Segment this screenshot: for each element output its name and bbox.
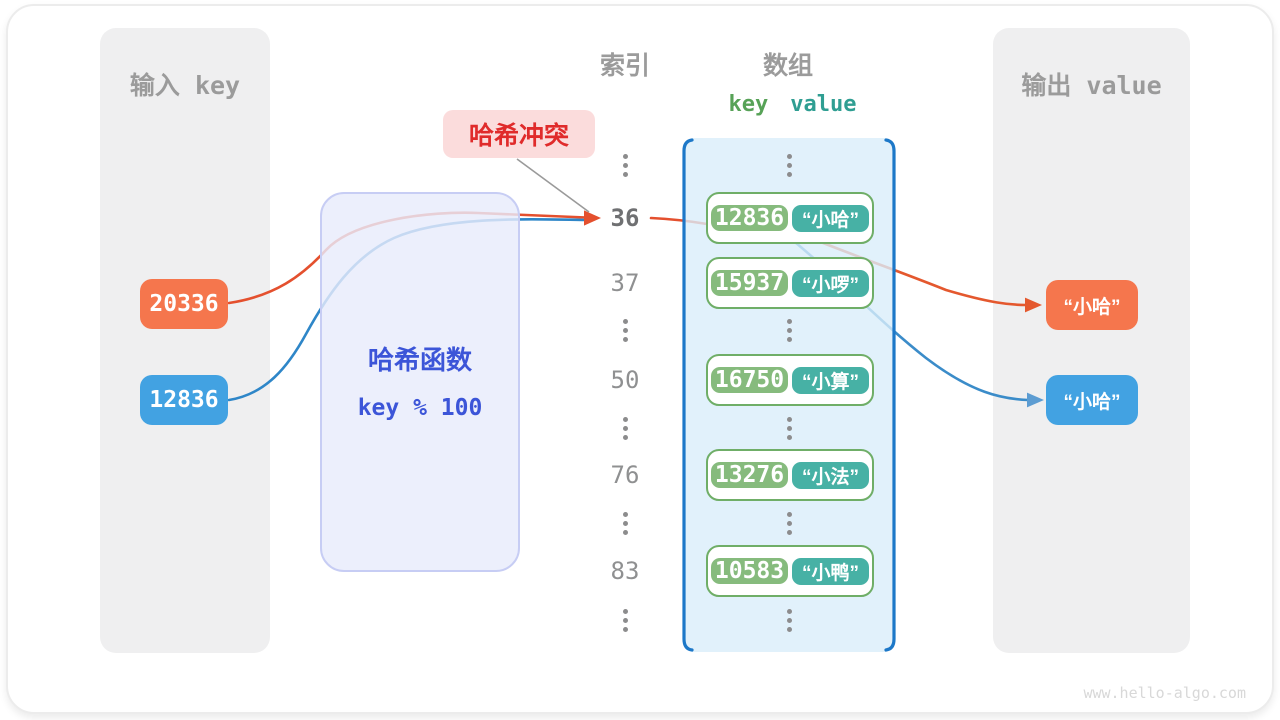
ellipsis-dot (786, 520, 792, 526)
pair-value-cell: “小鸭” (792, 557, 869, 585)
hash-function-box: 哈希函数 key % 100 (320, 192, 520, 572)
array-ellipsis (759, 498, 819, 548)
ellipsis-dot (786, 626, 792, 632)
key-header-label: key (728, 92, 769, 117)
pair-key-cell: 12836 (711, 205, 788, 231)
ellipsis-dot (622, 520, 628, 526)
ellipsis-dot (786, 162, 792, 168)
ellipsis-dot (622, 336, 628, 342)
pair-key-cell: 16750 (711, 367, 788, 393)
pair-value-cell: “小哈” (792, 204, 869, 232)
ellipsis-dot (786, 318, 792, 324)
ellipsis-dot (622, 425, 628, 431)
ellipsis-dot (786, 153, 792, 159)
ellipsis-dot (622, 171, 628, 177)
ellipsis-dot (622, 626, 628, 632)
pair-value-cell: “小算” (792, 366, 869, 394)
array-ellipsis (759, 140, 819, 190)
ellipsis-dot (786, 416, 792, 422)
output-panel-title: 输出 value (1021, 71, 1162, 100)
index-value: 83 (610, 557, 640, 585)
ellipsis-dot (786, 171, 792, 177)
ellipsis-dot (786, 529, 792, 535)
array-pair: 10583“小鸭” (706, 545, 874, 597)
array-pair: 16750“小算” (706, 354, 874, 406)
index-ellipsis (595, 140, 655, 190)
ellipsis-dot (786, 608, 792, 614)
index-value: 36 (610, 204, 640, 232)
key-value-header: key value (705, 92, 880, 117)
input-panel-title: 输入 key (129, 71, 241, 100)
index-value: 50 (610, 366, 640, 394)
hash-function-formula: key % 100 (357, 395, 483, 421)
ellipsis-dot (786, 425, 792, 431)
ellipsis-dot (622, 434, 628, 440)
ellipsis-dot (622, 617, 628, 623)
array-ellipsis (759, 595, 819, 645)
array-pair: 15937“小啰” (706, 257, 874, 309)
ellipsis-dot (622, 511, 628, 517)
pair-key-cell: 15937 (711, 270, 788, 296)
array-ellipsis (759, 305, 819, 355)
ellipsis-dot (786, 336, 792, 342)
output-value-box-orange: “小哈” (1046, 280, 1138, 330)
hash-collision-callout: 哈希冲突 (443, 110, 595, 158)
output-value-box-blue: “小哈” (1046, 375, 1138, 425)
index-ellipsis (595, 595, 655, 645)
ellipsis-dot (622, 153, 628, 159)
hash-function-title: 哈希函数 (367, 345, 472, 375)
index-column-header: 索引 (599, 51, 650, 80)
index-value: 37 (610, 269, 640, 297)
watermark: www.hello-algo.com (1083, 684, 1246, 702)
index-ellipsis (595, 498, 655, 548)
input-key-box-blue: 12836 (140, 375, 228, 425)
array-ellipsis (759, 403, 819, 453)
ellipsis-dot (622, 162, 628, 168)
pair-key-cell: 10583 (711, 558, 788, 584)
ellipsis-dot (786, 617, 792, 623)
index-ellipsis (595, 305, 655, 355)
pair-value-cell: “小啰” (792, 269, 869, 297)
array-column-header: 数组 (762, 51, 813, 80)
ellipsis-dot (622, 318, 628, 324)
ellipsis-dot (786, 327, 792, 333)
ellipsis-dot (622, 608, 628, 614)
ellipsis-dot (622, 327, 628, 333)
ellipsis-dot (622, 416, 628, 422)
input-key-box-orange: 20336 (140, 279, 228, 329)
output-value-panel: 输出 value (993, 28, 1190, 653)
pair-key-cell: 13276 (711, 462, 788, 488)
index-value: 76 (610, 461, 640, 489)
index-ellipsis (595, 403, 655, 453)
array-pair: 13276“小法” (706, 449, 874, 501)
pair-value-cell: “小法” (792, 461, 869, 489)
ellipsis-dot (786, 434, 792, 440)
ellipsis-dot (786, 511, 792, 517)
input-key-panel: 输入 key (100, 28, 270, 653)
array-pair: 12836“小哈” (706, 192, 874, 244)
ellipsis-dot (622, 529, 628, 535)
value-header-label: value (790, 92, 857, 117)
